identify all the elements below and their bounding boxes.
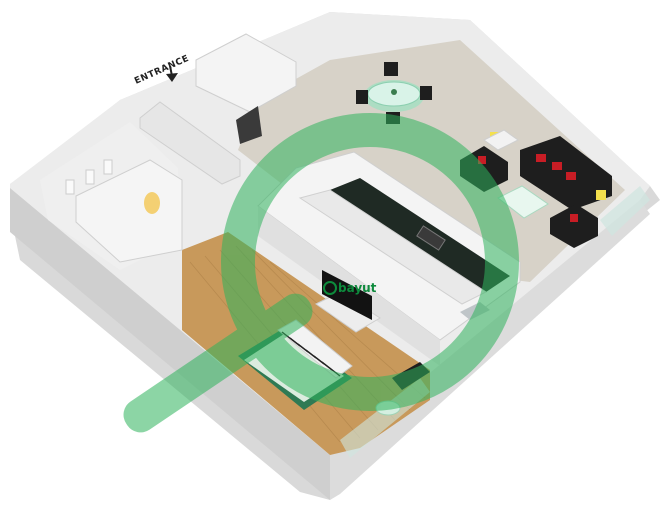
- entry-door-dark: [236, 106, 262, 144]
- bath-counter: [75, 159, 183, 263]
- watermark: [123, 113, 519, 433]
- tv-unit: [315, 270, 381, 333]
- watermark-text: bayut: [338, 281, 377, 295]
- left-front-wall: [10, 188, 330, 500]
- bath-light: [144, 192, 160, 214]
- corridor-wall-block: [139, 101, 241, 185]
- side-table: [483, 129, 519, 151]
- bath-fixture-2: [85, 169, 95, 185]
- bayut-logo-icon: bayut: [323, 281, 377, 295]
- bath-fixture-1: [65, 179, 75, 195]
- coffee-table: [497, 185, 549, 219]
- window-glazing: [600, 186, 650, 236]
- bath-fixture-3: [103, 159, 113, 175]
- entrance-arrow-icon: [166, 65, 178, 82]
- stovetop: [416, 225, 446, 251]
- entry-closet: [195, 33, 297, 113]
